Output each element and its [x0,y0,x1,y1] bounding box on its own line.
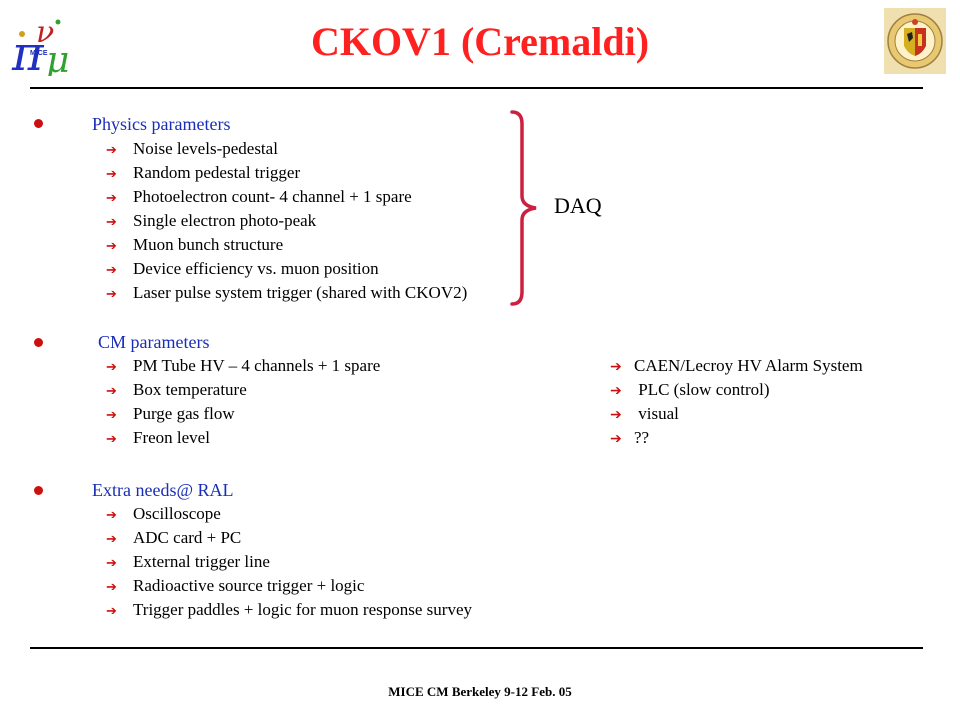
arrow-right-icon: ➔ [106,603,117,618]
list-item: ➔ External trigger line [106,550,270,574]
list-item: ➔ Radioactive source trigger + logic [106,574,364,598]
item-right-text: ?? [634,428,650,447]
list-item: ➔ Laser pulse system trigger (shared with… [106,281,467,305]
bullet-icon [34,119,43,128]
arrow-right-icon: ➔ [106,286,117,301]
item-right-text: PLC (slow control) [634,380,770,399]
list-item: ➔ Muon bunch structure [106,233,283,257]
list-item: ➔ Trigger paddles + logic for muon respon… [106,598,472,622]
arrow-right-icon: ➔ [106,214,117,229]
arrow-right-icon: ➔ [610,432,622,447]
list-item: ➔ PM Tube HV – 4 channels + 1 spare [106,354,380,378]
arrow-right-icon: ➔ [106,507,117,522]
item-text: External trigger line [133,552,270,571]
arrow-right-icon: ➔ [106,579,117,594]
section-heading: CM parameters [98,332,210,352]
item-text: Purge gas flow [133,404,235,423]
bullet-icon [34,486,43,495]
slide-title: CKOV1 (Cremaldi) [310,19,650,64]
right-brace-icon [510,110,537,306]
item-text: Radioactive source trigger + logic [133,576,365,595]
arrow-right-icon: ➔ [610,360,622,375]
bullet-icon [34,338,43,347]
list-item: ➔ Noise levels-pedestal [106,137,278,161]
item-text: Oscilloscope [133,504,221,523]
svg-text:μ: μ [46,40,69,76]
item-text: Muon bunch structure [133,235,284,254]
item-right-note: ➔ PLC (slow control) [610,378,770,402]
mice-logo: π ν μ MICE [10,10,74,82]
list-item: ➔ Box temperature [106,378,247,402]
item-text: ADC card + PC [133,528,242,547]
arrow-right-icon: ➔ [106,166,117,181]
item-text: Photoelectron count- 4 channel + 1 spare [133,187,412,206]
list-item: ➔ Oscilloscope [106,502,221,526]
arrow-right-icon: ➔ [106,555,117,570]
arrow-right-icon: ➔ [106,238,117,253]
item-text: Random pedestal trigger [133,163,301,182]
item-right-text: CAEN/Lecroy HV Alarm System [634,356,863,375]
daq-label: DAQ [554,193,602,218]
list-item: ➔ Single electron photo-peak [106,209,316,233]
arrow-right-icon: ➔ [610,384,622,399]
list-item: ➔ Photoelectron count- 4 channel + 1 spar… [106,185,412,209]
arrow-right-icon: ➔ [106,407,117,422]
item-text: Trigger paddles + logic for muon respons… [133,600,472,619]
item-text: Noise levels-pedestal [133,139,278,158]
svg-text:π: π [11,26,45,76]
item-right-note: ➔ CAEN/Lecroy HV Alarm System [610,354,863,378]
arrow-right-icon: ➔ [106,531,117,546]
list-item: ➔ Random pedestal trigger [106,161,300,185]
mice-logo-text: MICE [30,50,48,57]
geneva-seal [884,8,946,74]
arrow-right-icon: ➔ [106,262,117,277]
arrow-right-icon: ➔ [106,431,117,446]
item-right-text: visual [634,404,679,423]
bottom-divider [30,647,923,649]
item-text: PM Tube HV – 4 channels + 1 spare [133,356,381,375]
arrow-right-icon: ➔ [106,142,117,157]
item-text: Freon level [133,428,210,447]
arrow-right-icon: ➔ [106,359,117,374]
mice-pi-nu-logo: π ν μ [11,15,69,82]
section-heading: Extra needs@ RAL [92,480,234,500]
item-text: Device efficiency vs. muon position [133,259,379,278]
item-text: Single electron photo-peak [133,211,317,230]
item-right-note: ➔ visual [610,402,679,426]
svg-text:ν: ν [36,15,54,50]
item-right-note: ➔?? [610,426,649,450]
arrow-right-icon: ➔ [106,383,117,398]
item-text: Laser pulse system trigger (shared with … [133,283,468,302]
list-item: ➔ Freon level [106,426,210,450]
footer-text: MICE CM Berkeley 9-12 Feb. 05 [388,684,572,699]
list-item: ➔ Purge gas flow [106,402,235,426]
section-heading: Physics parameters [92,114,231,134]
geneva-university-seal-icon [884,8,946,74]
arrow-right-icon: ➔ [106,190,117,205]
arrow-right-icon: ➔ [610,408,622,423]
list-item: ➔ Device efficiency vs. muon position [106,257,379,281]
list-item: ➔ ADC card + PC [106,526,241,550]
top-divider [30,87,923,89]
item-text: Box temperature [133,380,247,399]
